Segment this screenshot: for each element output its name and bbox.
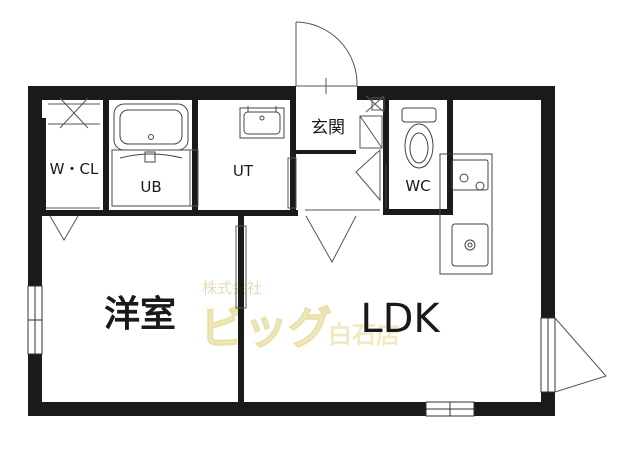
windows — [27, 285, 556, 417]
balcony-door-swing — [554, 317, 607, 393]
room-label-wcl: W・CL — [50, 160, 99, 178]
toilet — [385, 107, 437, 208]
genkan-area — [305, 95, 385, 211]
interior-walls — [42, 100, 453, 412]
room-label-ldk: LDK — [360, 296, 441, 342]
entrance-door — [295, 21, 358, 94]
room-label-ub: UB — [140, 178, 161, 196]
washbasin — [239, 106, 285, 139]
watermark-company: 株式会社 — [202, 279, 262, 297]
watermark-brand: ビッグ — [200, 303, 332, 354]
ub-door — [189, 149, 199, 207]
room-label-genkan: 玄関 — [311, 118, 345, 138]
genkan-door — [305, 215, 357, 264]
ut-door — [287, 157, 297, 209]
exterior-walls — [28, 86, 555, 416]
watermark-branch: 白石店 — [328, 321, 400, 349]
room-label-yoshitsu: 洋室 — [104, 294, 176, 335]
room-sliding-door — [235, 225, 247, 309]
room-label-ut: UT — [233, 162, 254, 180]
closet — [46, 97, 100, 241]
kitchen-counter — [439, 153, 493, 275]
watermark: 株式会社 ビッグ 白石店 — [200, 279, 401, 355]
room-label-wc: WC — [405, 177, 430, 195]
